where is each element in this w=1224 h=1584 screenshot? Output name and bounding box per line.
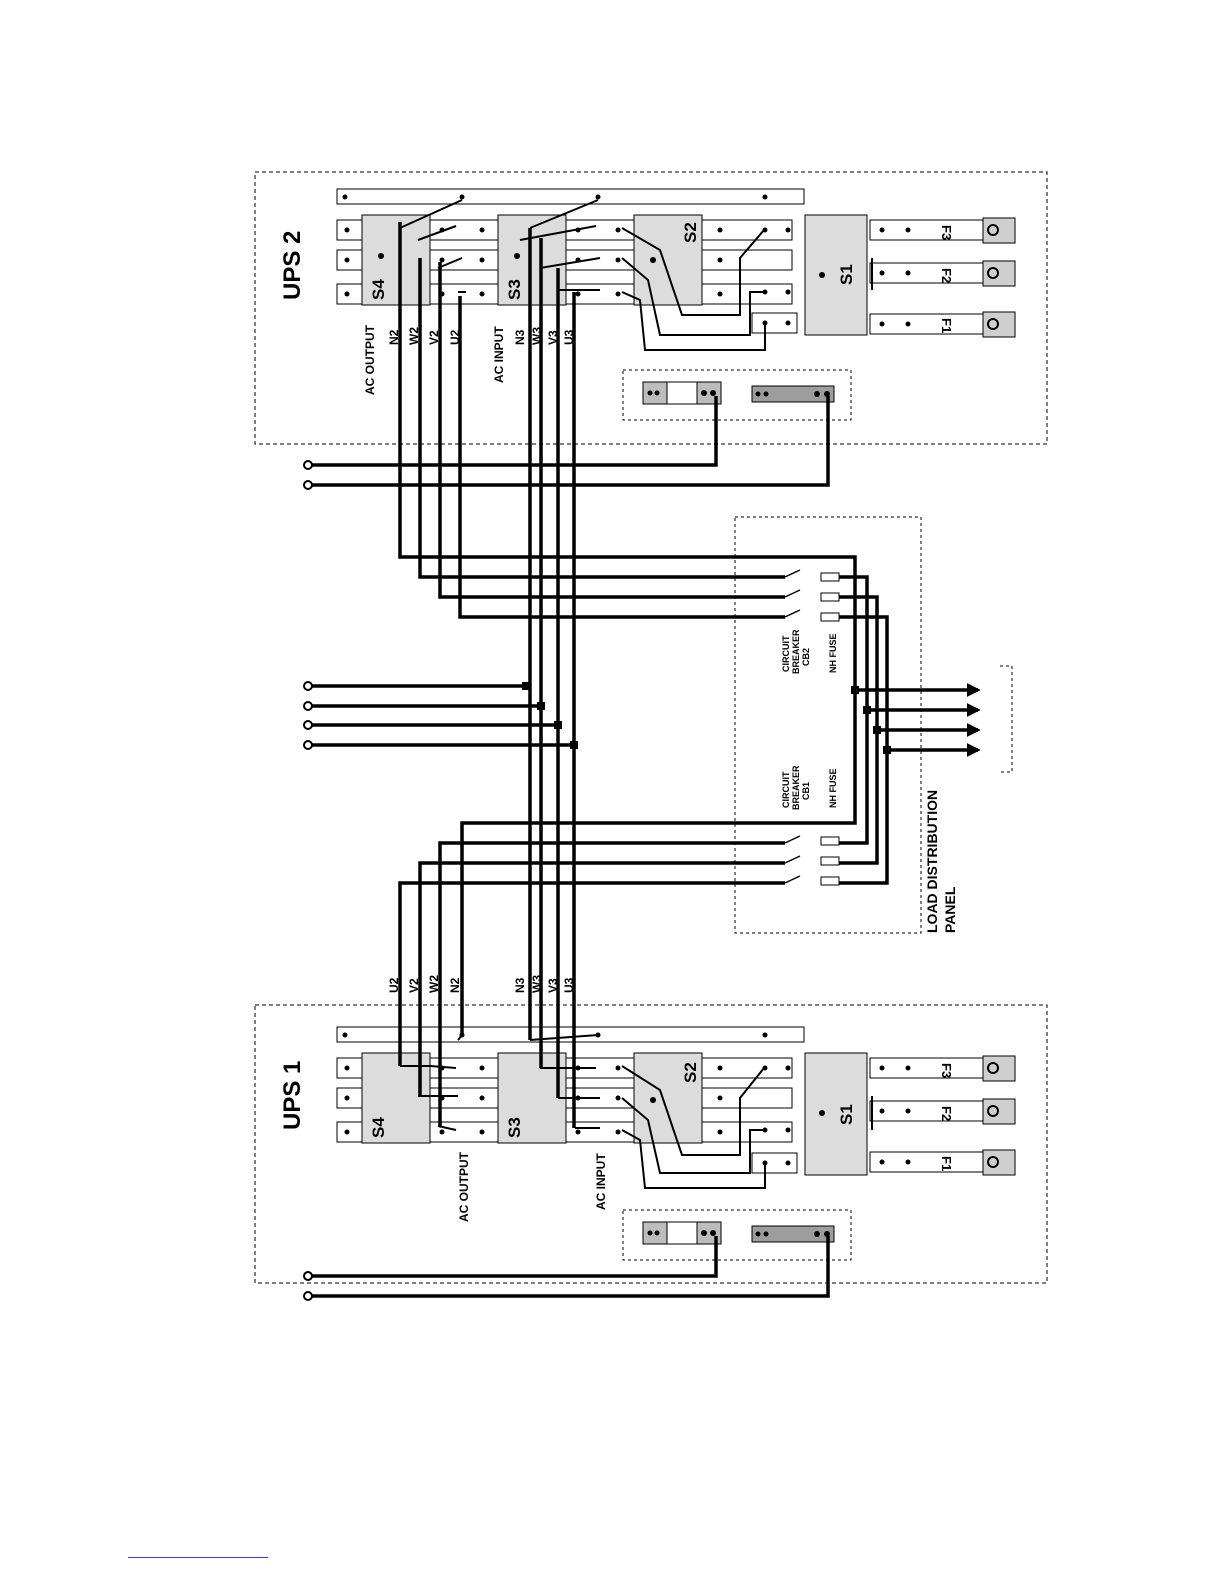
ups1-title: UPS 1 [279,1061,306,1130]
cb1-label-2: BREAKER [791,765,801,810]
ups2-n3: N3 [513,329,527,345]
cb2-label-2: BREAKER [791,629,801,674]
ups1-n3: N3 [513,977,527,993]
cb2-label-3: CB2 [801,648,811,666]
ups1-ac-output-label: AC OUTPUT [457,1151,471,1222]
ups2-s1-label: S1 [837,264,856,285]
ups1-f3-label: F3 [939,1063,954,1078]
ups1-n2: N2 [448,977,462,993]
ups2-ac-input-label: AC INPUT [492,326,506,383]
ups1-s3-label: S3 [505,1117,524,1138]
ups1-cabinet: UPS 1 S4 S3 S2 S1 [255,975,1047,1283]
ups1-f1-label: F1 [939,1156,954,1171]
cb2-label-1: CIRCUIT [781,635,791,672]
ups1-busbar [337,1027,804,1042]
nh-fuse-1-label: NH FUSE [828,768,838,808]
ups2-cabinet: UPS 2 S4 S3 S2 S1 [255,172,1047,444]
cb1-breaker [785,836,800,883]
ups2-f2-label: F2 [939,268,954,283]
cb2-breaker [785,570,800,617]
ups2-switch-s1 [805,215,867,335]
ups2-title: UPS 2 [279,231,306,300]
cb1-label-1: CIRCUIT [781,771,791,808]
ups2-s4-label: S4 [369,279,388,300]
ups2-busbar [337,189,804,204]
panel-title-line1: LOAD DISTRIBUTION [924,790,940,933]
ups1-s4-label: S4 [369,1117,388,1138]
junction-points [522,682,891,754]
cb2-nh-fuses [821,573,839,621]
load-distribution-panel: LOAD DISTRIBUTION PANEL CIRCUIT BREAKER … [735,517,1012,933]
ups1-ac-input-label: AC INPUT [594,1153,608,1210]
cb1-nh-fuses [821,837,839,885]
ups2-ac-output-label: AC OUTPUT [363,324,377,395]
panel-title-line2: PANEL [942,886,958,933]
load-output-bracket [1000,666,1012,772]
ups1-f2-label: F2 [939,1106,954,1121]
ups2-f1-label: F1 [939,318,954,333]
ups2-s3-label: S3 [505,279,524,300]
ups2-f3-label: F3 [939,225,954,240]
ups1-s1-label: S1 [837,1104,856,1125]
nh-fuse-2-label: NH FUSE [828,633,838,673]
cable-terminals [304,461,312,1300]
ups2-s2-label: S2 [681,222,700,243]
footer-rule [128,1557,268,1558]
cb1-label-3: CB1 [801,782,811,800]
ups1-switch-s1 [805,1053,867,1175]
ups1-s2-label: S2 [681,1062,700,1083]
